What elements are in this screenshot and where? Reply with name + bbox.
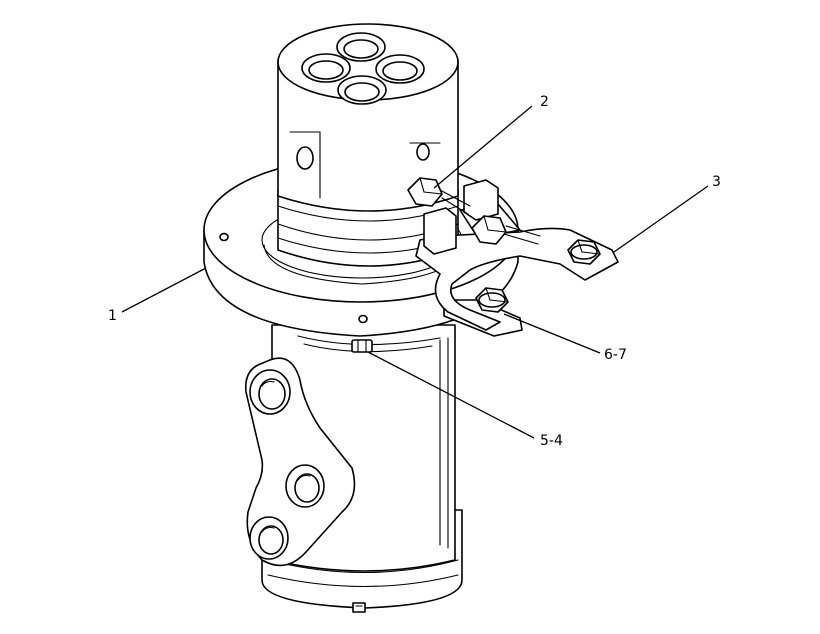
callout-1: 1 (108, 308, 117, 324)
callout-labels: 1 2 3 6-7 5-4 (108, 94, 721, 449)
leader-1 (121, 267, 207, 313)
leader-5-4 (367, 351, 535, 439)
stopper-assembly (407, 177, 619, 337)
callout-6-7: 6-7 (604, 347, 627, 363)
mounting-bracket (244, 357, 356, 567)
leader-2 (433, 105, 533, 189)
callout-2: 2 (540, 94, 549, 110)
leader-3 (613, 185, 709, 253)
callout-5-4: 5-4 (540, 433, 563, 449)
grease-fitting (351, 339, 373, 353)
upper-rotor (277, 23, 459, 267)
leader-lines (121, 105, 709, 439)
callout-3: 3 (712, 174, 721, 190)
leader-6-7 (503, 313, 601, 354)
